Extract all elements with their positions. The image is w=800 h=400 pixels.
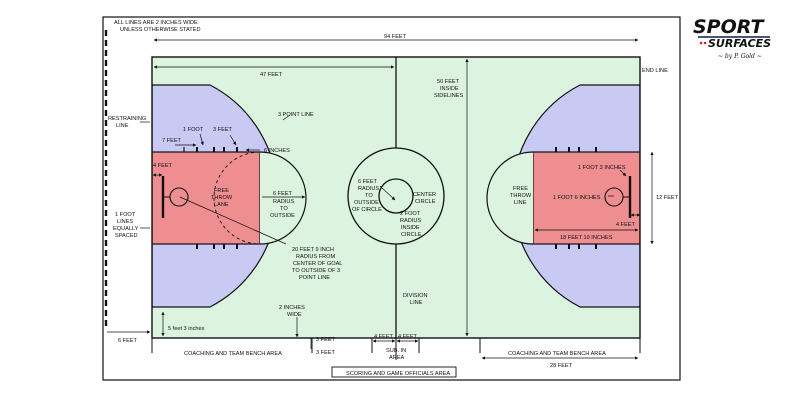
label-two-ft-3: INSIDE — [401, 225, 420, 231]
label-division-2: LINE — [410, 300, 423, 306]
label-arc-3: CENTER OF GOAL — [293, 261, 342, 267]
label-division-1: DIVISION — [403, 293, 428, 299]
right-lane-marks — [555, 147, 597, 249]
label-center-r-5: OF CIRCLE — [352, 207, 382, 213]
label-center-r-1: 6 FEET — [358, 179, 378, 185]
label-restraining-1: RESTRAINING — [108, 116, 146, 122]
labels: ALL LINES ARE 2 INCHES WIDE UNLESS OTHER… — [108, 20, 679, 377]
label-12-feet: 12 FEET — [656, 195, 679, 201]
label-50-feet-2: INSIDE — [440, 86, 459, 92]
label-six-feet: 6 FEET — [118, 338, 138, 344]
leader-1ft3 — [619, 169, 627, 177]
label-arc-2: RADIUS FROM — [296, 254, 335, 260]
label-50-feet-1: 50 FEET — [437, 79, 460, 85]
label-four-feet-a: 4 FEET — [374, 334, 394, 340]
all-lines-note-1: ALL LINES ARE 2 INCHES WIDE — [114, 20, 198, 26]
leader-left-radius — [179, 196, 287, 245]
label-two-inches-2: WIDE — [287, 312, 302, 318]
left-free-throw-circle — [259, 151, 307, 245]
label-six-ft-r-1: 6 FEET — [273, 191, 293, 197]
label-center-r-3: TO — [365, 193, 373, 199]
label-center-r-4: OUTSIDE — [354, 200, 379, 206]
right-hoop — [604, 187, 624, 207]
label-three-feet-a: 3 FEET — [316, 337, 336, 343]
label-six-ft-r-2: RADIUS — [273, 199, 294, 205]
label-two-ft-2: RADIUS — [400, 218, 421, 224]
label-center-circle-1: CENTER — [413, 192, 436, 198]
label-ft-lane-2: THROW — [211, 195, 233, 201]
label-three-feet-b: 3 FEET — [316, 350, 336, 356]
label-three-feet: 3 FEET — [213, 127, 233, 133]
center-circle-inner — [378, 178, 414, 214]
label-six-ft-r-4: OUTSIDE — [270, 213, 295, 219]
label-47-feet: 47 FEET — [260, 72, 283, 78]
label-four-feet-b: 4 FEET — [398, 334, 418, 340]
left-free-throw-circle-dashed — [213, 151, 261, 245]
label-end-line: END LINE — [642, 68, 668, 74]
label-right-ft-1: FREE — [513, 186, 528, 192]
label-50-feet-3: SIDELINES — [434, 93, 463, 99]
label-18ft-10in: 18 FEET 10 INCHES — [560, 235, 613, 241]
label-one-foot: 1 FOOT — [183, 127, 204, 133]
center-circle-outer — [347, 147, 445, 245]
logo-word-sport: SPORT — [693, 16, 766, 38]
label-seven-feet: 7 FEET — [162, 138, 182, 144]
label-four-feet-right: 4 FEET — [616, 222, 636, 228]
label-bench-left: COACHING AND TEAM BENCH AREA — [184, 351, 282, 357]
left-lane-marks — [183, 147, 238, 249]
label-arc-4: TO OUTSIDE OF 3 — [292, 268, 340, 274]
label-sub-in-1: SUB. IN — [386, 348, 406, 354]
label-ft-lane-3: LANE — [214, 202, 229, 208]
label-1ft-lines-4: SPACED — [115, 233, 138, 239]
label-two-ft-4: CIRCLE — [401, 232, 422, 238]
label-right-ft-3: LINE — [514, 200, 527, 206]
leader-center-radius — [379, 185, 396, 201]
label-three-point: 3 POINT LINE — [278, 112, 314, 118]
right-free-throw-circle — [486, 151, 534, 245]
label-94-feet: 94 FEET — [384, 34, 407, 40]
label-restraining-2: LINE — [116, 123, 129, 129]
label-four-feet-left: 4 FEET — [153, 163, 173, 169]
scoring-area-box — [331, 366, 457, 378]
label-right-ft-2: THROW — [510, 193, 532, 199]
label-arc-1: 20 FEET 9 INCH — [292, 247, 334, 253]
label-bench-right: COACHING AND TEAM BENCH AREA — [508, 351, 606, 357]
leader-three-point — [282, 114, 291, 121]
label-two-ft-1: 2 FOOT — [400, 211, 421, 217]
label-sub-in-2: AREA — [389, 355, 405, 361]
label-center-circle-2: CIRCLE — [415, 199, 436, 205]
bench-ticks — [151, 338, 641, 360]
left-hoop — [169, 187, 189, 207]
label-two-inches-1: 2 INCHES — [279, 305, 305, 311]
logo-word-surfaces: SURFACES — [708, 37, 771, 50]
label-1ft-6in: 1 FOOT 6 INCHES — [553, 195, 601, 201]
leader-three-feet — [229, 134, 237, 146]
label-six-inches: 6 INCHES — [264, 148, 290, 154]
label-28-feet: 28 FEET — [550, 363, 573, 369]
dimension-lines — [107, 38, 654, 360]
label-1ft-3in: 1 FOOT 3 INCHES — [578, 165, 626, 171]
logo-signature: ~ by P. Gold ~ — [718, 53, 762, 60]
sport-surfaces-logo: SPORT SURFACES ~ by P. Gold ~ — [693, 16, 771, 60]
logo-dots — [699, 41, 707, 45]
label-center-r-2: RADIUS — [358, 186, 379, 192]
leader-one-foot — [199, 133, 204, 146]
label-1ft-lines-1: 1 FOOT — [115, 212, 136, 218]
label-1ft-lines-2: LINES — [117, 219, 133, 225]
label-ft-lane-1: FREE — [214, 188, 229, 194]
all-lines-note-2: UNLESS OTHERWISE STATED — [120, 27, 201, 33]
label-scoring-area: SCORING AND GAME OFFICIALS AREA — [346, 371, 450, 377]
label-5ft-3in: 5 feet 3 inches — [168, 326, 205, 332]
label-six-ft-r-3: TO — [280, 206, 288, 212]
label-arc-5: POINT LINE — [299, 275, 330, 281]
label-1ft-lines-3: EQUALLY — [113, 226, 139, 232]
